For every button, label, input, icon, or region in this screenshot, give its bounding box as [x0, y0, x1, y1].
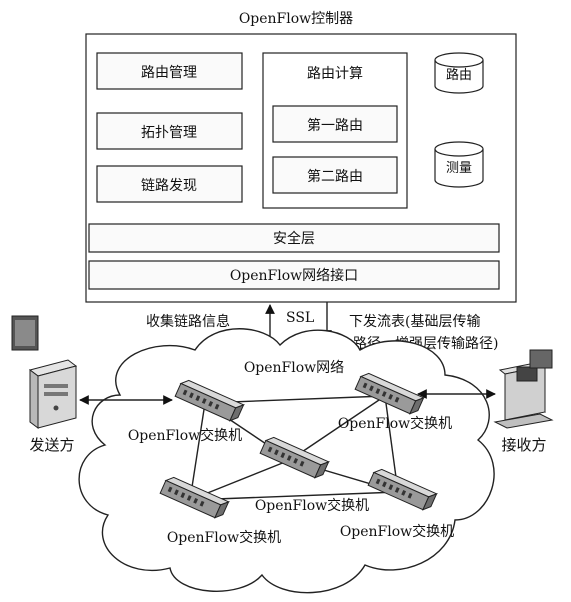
openflow-switch-icon	[259, 436, 330, 479]
download-label-line1: 下发流表(基础层传输	[349, 313, 480, 330]
network-interface: OpenFlow网络接口	[88, 260, 500, 290]
module-label: 拓扑管理	[141, 125, 197, 141]
security-layer-label: 安全层	[273, 230, 315, 247]
module-route-management: 路由管理	[96, 52, 243, 90]
routing-calc-title: 路由计算	[307, 66, 363, 82]
controller-title: OpenFlow控制器	[239, 11, 353, 27]
cloud-label: OpenFlow网络	[244, 360, 344, 376]
openflow-switch-icon	[174, 379, 245, 422]
measurement-database-label: 测量	[446, 161, 472, 176]
receiver-computer-icon	[493, 349, 554, 429]
security-layer: 安全层	[88, 223, 500, 253]
first-route-box	[272, 105, 398, 143]
second-route-label: 第二路由	[307, 168, 363, 185]
ssl-label: SSL	[286, 310, 314, 326]
openflow-switch-icon	[159, 476, 230, 519]
switch-label: OpenFlow交换机	[128, 427, 242, 444]
routing-calc-box: 路由计算 第一路由 第二路由	[262, 52, 408, 209]
sender-server-icon	[11, 315, 78, 429]
module-link-discovery: 链路发现	[96, 165, 243, 203]
route-database-label: 路由	[446, 67, 472, 83]
module-label: 链路发现	[141, 178, 197, 194]
switch-label: OpenFlow交换机	[255, 497, 369, 514]
sender-label: 发送方	[29, 436, 74, 454]
openflow-switch-icon	[367, 468, 438, 511]
switch-label: OpenFlow交换机	[340, 523, 454, 540]
module-label: 路由管理	[141, 65, 197, 81]
route-database-icon: 路由	[434, 52, 484, 94]
upload-label: 收集链路信息	[146, 313, 230, 330]
switch-label: OpenFlow交换机	[338, 415, 452, 432]
second-route-box	[272, 156, 398, 194]
openflow-switch-icon	[354, 372, 425, 415]
switch-label: OpenFlow交换机	[167, 529, 281, 546]
measurement-database-icon: 测量	[434, 141, 484, 188]
module-topology-management: 拓扑管理	[96, 112, 243, 150]
network-interface-label: OpenFlow网络接口	[230, 267, 358, 284]
first-route-label: 第一路由	[307, 117, 363, 134]
receiver-label: 接收方	[501, 436, 546, 454]
